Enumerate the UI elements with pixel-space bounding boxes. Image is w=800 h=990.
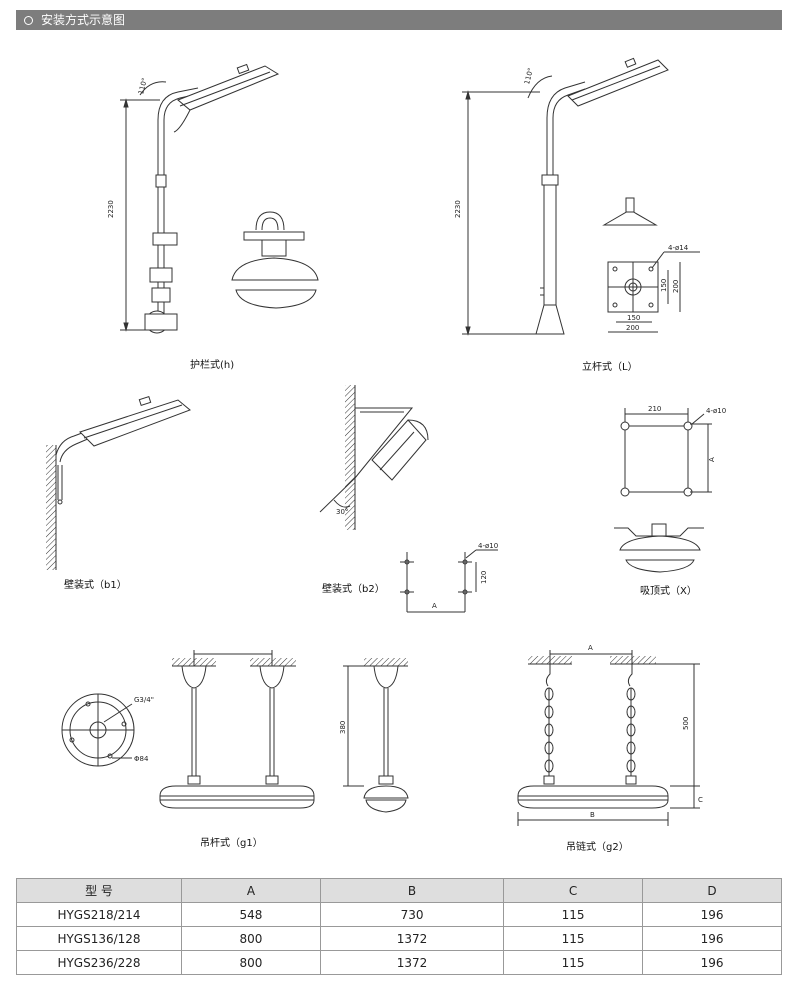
col-header-a: A bbox=[181, 878, 321, 903]
guardrail-caption: 护栏式(h) bbox=[190, 358, 234, 371]
figure-chain-g2 bbox=[517, 650, 700, 826]
spec-table: 型 号 A B C D HYGS218/214 548 730 115 196 … bbox=[16, 878, 782, 975]
cell-model: HYGS236/228 bbox=[16, 950, 182, 975]
section-header: 安装方式示意图 bbox=[16, 10, 782, 30]
wall-b2-caption: 壁装式（b2） bbox=[322, 582, 385, 595]
pole-caption: 立杆式（L） bbox=[582, 360, 638, 373]
cell-b: 1372 bbox=[319, 926, 505, 951]
col-header-model: 型 号 bbox=[16, 878, 182, 903]
chain-dim-a: A bbox=[588, 644, 593, 652]
cell-d: 196 bbox=[642, 926, 782, 951]
cell-model: HYGS218/214 bbox=[16, 902, 182, 927]
cell-a: 800 bbox=[181, 926, 321, 951]
rod-caption: 吊杆式（g1） bbox=[200, 836, 263, 849]
cell-c: 115 bbox=[503, 902, 644, 927]
guardrail-angle-label: 110° bbox=[137, 77, 149, 95]
cell-a: 548 bbox=[181, 902, 321, 927]
cell-c: 115 bbox=[503, 926, 644, 951]
section-title: 安装方式示意图 bbox=[41, 13, 126, 27]
cell-b: 1372 bbox=[319, 950, 505, 975]
cell-d: 196 bbox=[642, 950, 782, 975]
table-row: HYGS136/128 800 1372 115 196 bbox=[16, 926, 782, 951]
wall-b1-caption: 壁装式（b1） bbox=[64, 578, 127, 591]
figure-rod-g1 bbox=[61, 650, 409, 813]
ceiling-dim-a: A bbox=[708, 457, 716, 462]
figure-wall-b2 bbox=[319, 385, 498, 613]
cell-c: 115 bbox=[503, 950, 644, 975]
figure-guardrail-h: 110° bbox=[120, 63, 319, 334]
guardrail-height-label: 2230 bbox=[107, 200, 115, 218]
pole-dim-200-h: 200 bbox=[626, 324, 639, 332]
figure-ceiling-X bbox=[614, 408, 712, 573]
figure-wall-b1 bbox=[46, 395, 191, 570]
col-header-d: D bbox=[642, 878, 782, 903]
col-header-c: C bbox=[503, 878, 644, 903]
ceiling-dim-210: 210 bbox=[648, 405, 661, 413]
cell-d: 196 bbox=[642, 902, 782, 927]
table-row: HYGS218/214 548 730 115 196 bbox=[16, 902, 782, 927]
installation-diagrams: 110° 2230 护栏式(h) 110° bbox=[46, 57, 726, 853]
rod-thread-label: G3/4" bbox=[134, 696, 154, 704]
chain-caption: 吊链式（g2） bbox=[566, 840, 629, 853]
ceiling-caption: 吸顶式（X） bbox=[640, 584, 697, 597]
rod-height-label: 380 bbox=[339, 721, 347, 734]
col-header-b: B bbox=[319, 878, 505, 903]
pole-angle-label: 110° bbox=[523, 67, 535, 85]
cell-b: 730 bbox=[319, 902, 505, 927]
chain-dim-c: C bbox=[698, 796, 703, 804]
rod-diameter-label: Φ84 bbox=[134, 755, 149, 763]
cell-model: HYGS136/128 bbox=[16, 926, 182, 951]
ceiling-holes-label: 4-ø10 bbox=[706, 407, 726, 415]
chain-dim-b: B bbox=[590, 811, 595, 819]
wall-b2-dim-120: 120 bbox=[480, 571, 488, 584]
circle-bullet-icon bbox=[24, 16, 33, 25]
table-row: HYGS236/228 800 1372 115 196 bbox=[16, 950, 782, 975]
cell-a: 800 bbox=[181, 950, 321, 975]
pole-dim-150-h: 150 bbox=[627, 314, 640, 322]
wall-b2-holes-label: 4-ø10 bbox=[478, 542, 498, 550]
wall-b2-angle-label: 30° bbox=[336, 508, 348, 516]
pole-dim-150-v: 150 bbox=[660, 279, 668, 292]
pole-dim-200-v: 200 bbox=[672, 280, 680, 293]
chain-height-label: 500 bbox=[682, 717, 690, 730]
pole-holes-label: 4-ø14 bbox=[668, 244, 689, 252]
figure-pole-L: 110° bbox=[462, 57, 700, 336]
pole-height-label: 2230 bbox=[454, 200, 462, 218]
table-header-row: 型 号 A B C D bbox=[16, 878, 782, 903]
wall-b2-dim-a: A bbox=[432, 602, 437, 610]
